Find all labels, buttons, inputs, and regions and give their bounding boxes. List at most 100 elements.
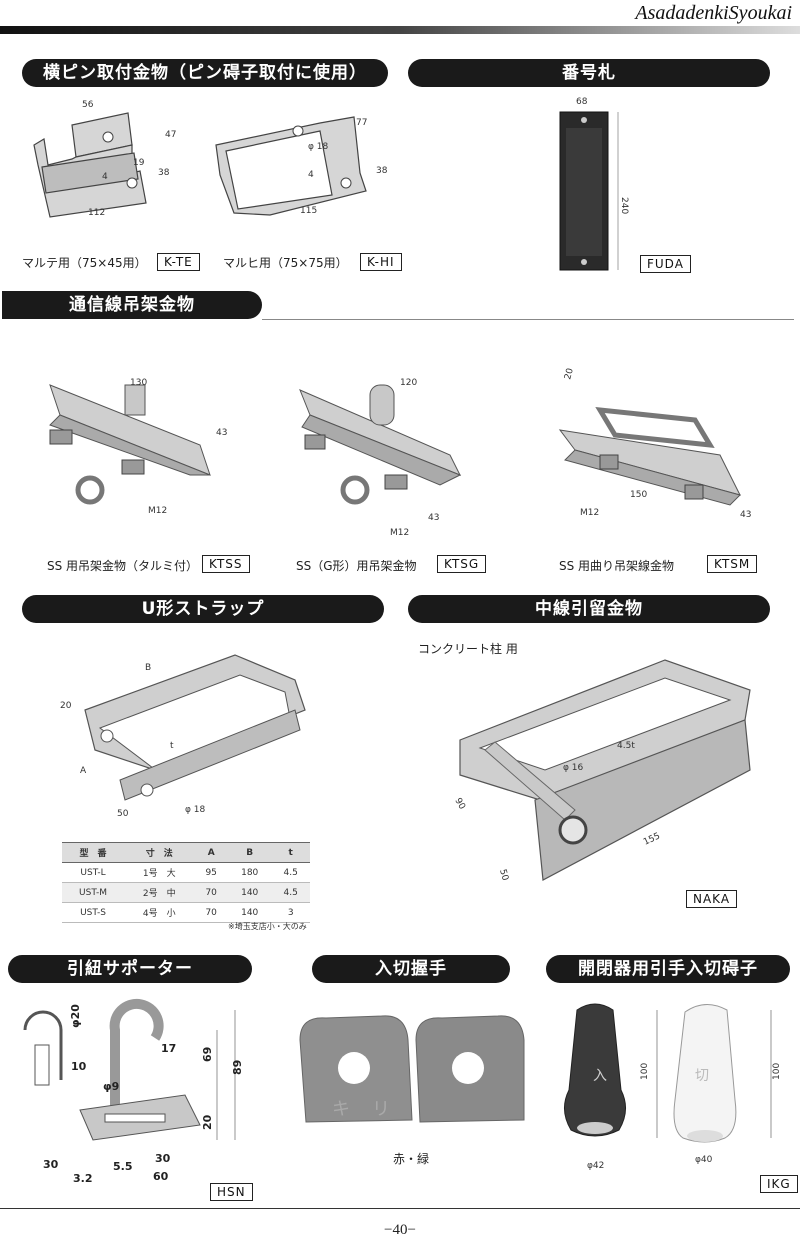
fuda-dim-1: 240 bbox=[619, 197, 629, 214]
ktsg-dim-2: M12 bbox=[390, 528, 409, 538]
hsn-dim-8: 5.5 bbox=[113, 1160, 133, 1173]
khi-dim-3: 38 bbox=[376, 166, 388, 176]
kte-caption: マルテ用（75×45用） bbox=[22, 256, 147, 270]
footer-rule bbox=[0, 1208, 800, 1209]
hsn-dim-0: φ20 bbox=[69, 1004, 82, 1028]
table-header: 型 番 bbox=[62, 842, 125, 863]
section-title-bangou: 番号札 bbox=[408, 59, 770, 87]
table-cell: 140 bbox=[227, 902, 272, 923]
chusen-drawing: φ 16 4.5t 90 155 50 bbox=[452, 659, 751, 882]
ktsg-drawing bbox=[299, 384, 462, 505]
khi-dim-2: 4 bbox=[308, 170, 314, 180]
kte-dim-1: 47 bbox=[165, 130, 176, 140]
table-cell: 1号 大 bbox=[124, 862, 195, 883]
ustrap-dim-2: t bbox=[170, 741, 174, 751]
ikg-mark-0: 入 bbox=[593, 1068, 607, 1084]
table-header: t bbox=[271, 842, 310, 863]
hsn-dim-6: 20 bbox=[201, 1114, 214, 1130]
ustrap-dim-0: B bbox=[145, 663, 151, 673]
section-title-tsushin: 通信線吊架金物 bbox=[2, 291, 262, 319]
irikiri-caption: 赤・緑 bbox=[393, 1152, 430, 1166]
khi-drawing bbox=[215, 116, 367, 216]
fuda-drawing: 68 240 bbox=[559, 97, 629, 271]
section-rule-tsushin bbox=[262, 319, 794, 320]
table-row: UST-M 2号 中 70 140 4.5 bbox=[62, 882, 310, 903]
ktss-code: KTSS bbox=[202, 555, 250, 573]
fuda-dim-0: 68 bbox=[576, 97, 588, 107]
section-title-chusen: 中線引留金物 bbox=[408, 595, 770, 623]
hsn-dim-2: 17 bbox=[161, 1042, 176, 1055]
section-title-yokopin: 横ピン取付金物（ピン碍子取付に使用） bbox=[22, 59, 388, 87]
khi-dim-1: φ 18 bbox=[308, 142, 329, 152]
ikg-mark-1: 切 bbox=[695, 1068, 709, 1084]
ktsm-dim-2: M12 bbox=[580, 508, 599, 518]
ktss-dim-1: 43 bbox=[216, 428, 227, 438]
table-cell: 2号 中 bbox=[124, 882, 195, 903]
table-header-row: 型 番 寸 法 A B t bbox=[62, 842, 310, 863]
ktsg-dim-1: 43 bbox=[428, 513, 439, 523]
kte-dim-5: 112 bbox=[88, 208, 105, 218]
yokopin-diagrams: 56 47 19 4 38 112 77 φ 18 4 38 115 bbox=[33, 100, 388, 218]
ustrap-dim-4: 50 bbox=[117, 809, 129, 819]
ikg-dim-0: 100 bbox=[640, 1063, 650, 1080]
ustrap-drawing: B 20 t A 50 φ 18 bbox=[60, 654, 306, 819]
ktsg-dim-0: 120 bbox=[400, 378, 417, 388]
ktsm-dim-0: 20 bbox=[563, 367, 576, 381]
khi-code: K-HI bbox=[360, 253, 402, 271]
hsn-dim-7: 30 bbox=[43, 1158, 59, 1171]
table-cell: 140 bbox=[227, 882, 272, 903]
tsushin-diagrams: 130 43 M12 120 43 M12 20 150 M12 43 bbox=[49, 367, 751, 538]
chusen-dim-3: 155 bbox=[642, 831, 662, 847]
table-cell: 95 bbox=[194, 862, 228, 883]
header-bar bbox=[0, 26, 800, 34]
chusen-subtitle: コンクリート柱 用 bbox=[418, 642, 518, 656]
ktsm-dim-1: 150 bbox=[630, 490, 647, 500]
ustrap-dim-5: φ 18 bbox=[185, 805, 206, 815]
ktss-dim-0: 130 bbox=[130, 378, 147, 388]
table-row: UST-L 1号 大 95 180 4.5 bbox=[62, 862, 310, 883]
table-row: UST-S 4号 小 70 140 3 bbox=[62, 902, 310, 923]
ustrap-dim-3: A bbox=[80, 766, 87, 776]
kte-drawing bbox=[33, 112, 147, 218]
chusen-dim-1: 4.5t bbox=[617, 741, 635, 751]
ktss-drawing bbox=[49, 384, 211, 505]
irikiri-mark-1: リ bbox=[372, 1099, 390, 1120]
fuda-code: FUDA bbox=[640, 255, 691, 273]
table-cell: UST-M bbox=[62, 882, 125, 903]
table-cell: 4号 小 bbox=[124, 902, 195, 923]
section-title-kaiheiki: 開閉器用引手入切碍子 bbox=[546, 955, 790, 983]
khi-caption: マルヒ用（75×75用） bbox=[223, 256, 348, 270]
hsn-dim-5: φ9 bbox=[103, 1080, 119, 1093]
hsn-dim-1: 10 bbox=[71, 1060, 87, 1073]
table-cell: 4.5 bbox=[271, 882, 310, 903]
page-number: −40− bbox=[384, 1222, 416, 1238]
hsn-code: HSN bbox=[210, 1183, 253, 1201]
chusen-dim-4: 50 bbox=[497, 868, 510, 882]
table-cell: 180 bbox=[227, 862, 272, 883]
hsn-dim-11: 3.2 bbox=[73, 1172, 93, 1185]
chusen-dim-0: φ 16 bbox=[563, 763, 584, 773]
table-cell: 70 bbox=[194, 882, 228, 903]
ktsg-code: KTSG bbox=[437, 555, 487, 573]
section-title-irikiri: 入切握手 bbox=[312, 955, 510, 983]
ktss-caption: SS 用吊架金物（タルミ付） bbox=[47, 559, 199, 573]
ustrap-table-note: ※埼玉支店小・大のみ bbox=[228, 922, 307, 931]
ktsm-code: KTSM bbox=[707, 555, 758, 573]
ktss-dim-2: M12 bbox=[148, 506, 167, 516]
section-title-hikihimo: 引紐サポーター bbox=[8, 955, 252, 983]
table-header: 寸 法 bbox=[124, 842, 195, 863]
kte-dim-3: 4 bbox=[102, 172, 108, 182]
kte-dim-2: 19 bbox=[133, 158, 145, 168]
table-header: B bbox=[227, 842, 272, 863]
ktsm-drawing bbox=[558, 406, 741, 506]
khi-dim-0: 77 bbox=[356, 118, 367, 128]
ikg-code: IKG bbox=[760, 1175, 798, 1193]
ustrap-spec-table: 型 番 寸 法 A B t UST-L 1号 大 95 180 4.5 UST-… bbox=[62, 842, 310, 923]
chusen-dim-2: 90 bbox=[452, 797, 467, 812]
ikg-drawing: 入 切 100 φ42 100 φ40 bbox=[564, 1003, 782, 1171]
table-cell: 4.5 bbox=[271, 862, 310, 883]
hsn-drawing: φ20 10 17 69 89 φ9 20 30 5.5 30 60 3.2 bbox=[23, 998, 244, 1185]
irikiri-mark-0: キ bbox=[332, 1099, 350, 1120]
brand-name: AsadadenkiSyoukai bbox=[635, 2, 792, 24]
hsn-dim-9: 30 bbox=[155, 1152, 171, 1165]
